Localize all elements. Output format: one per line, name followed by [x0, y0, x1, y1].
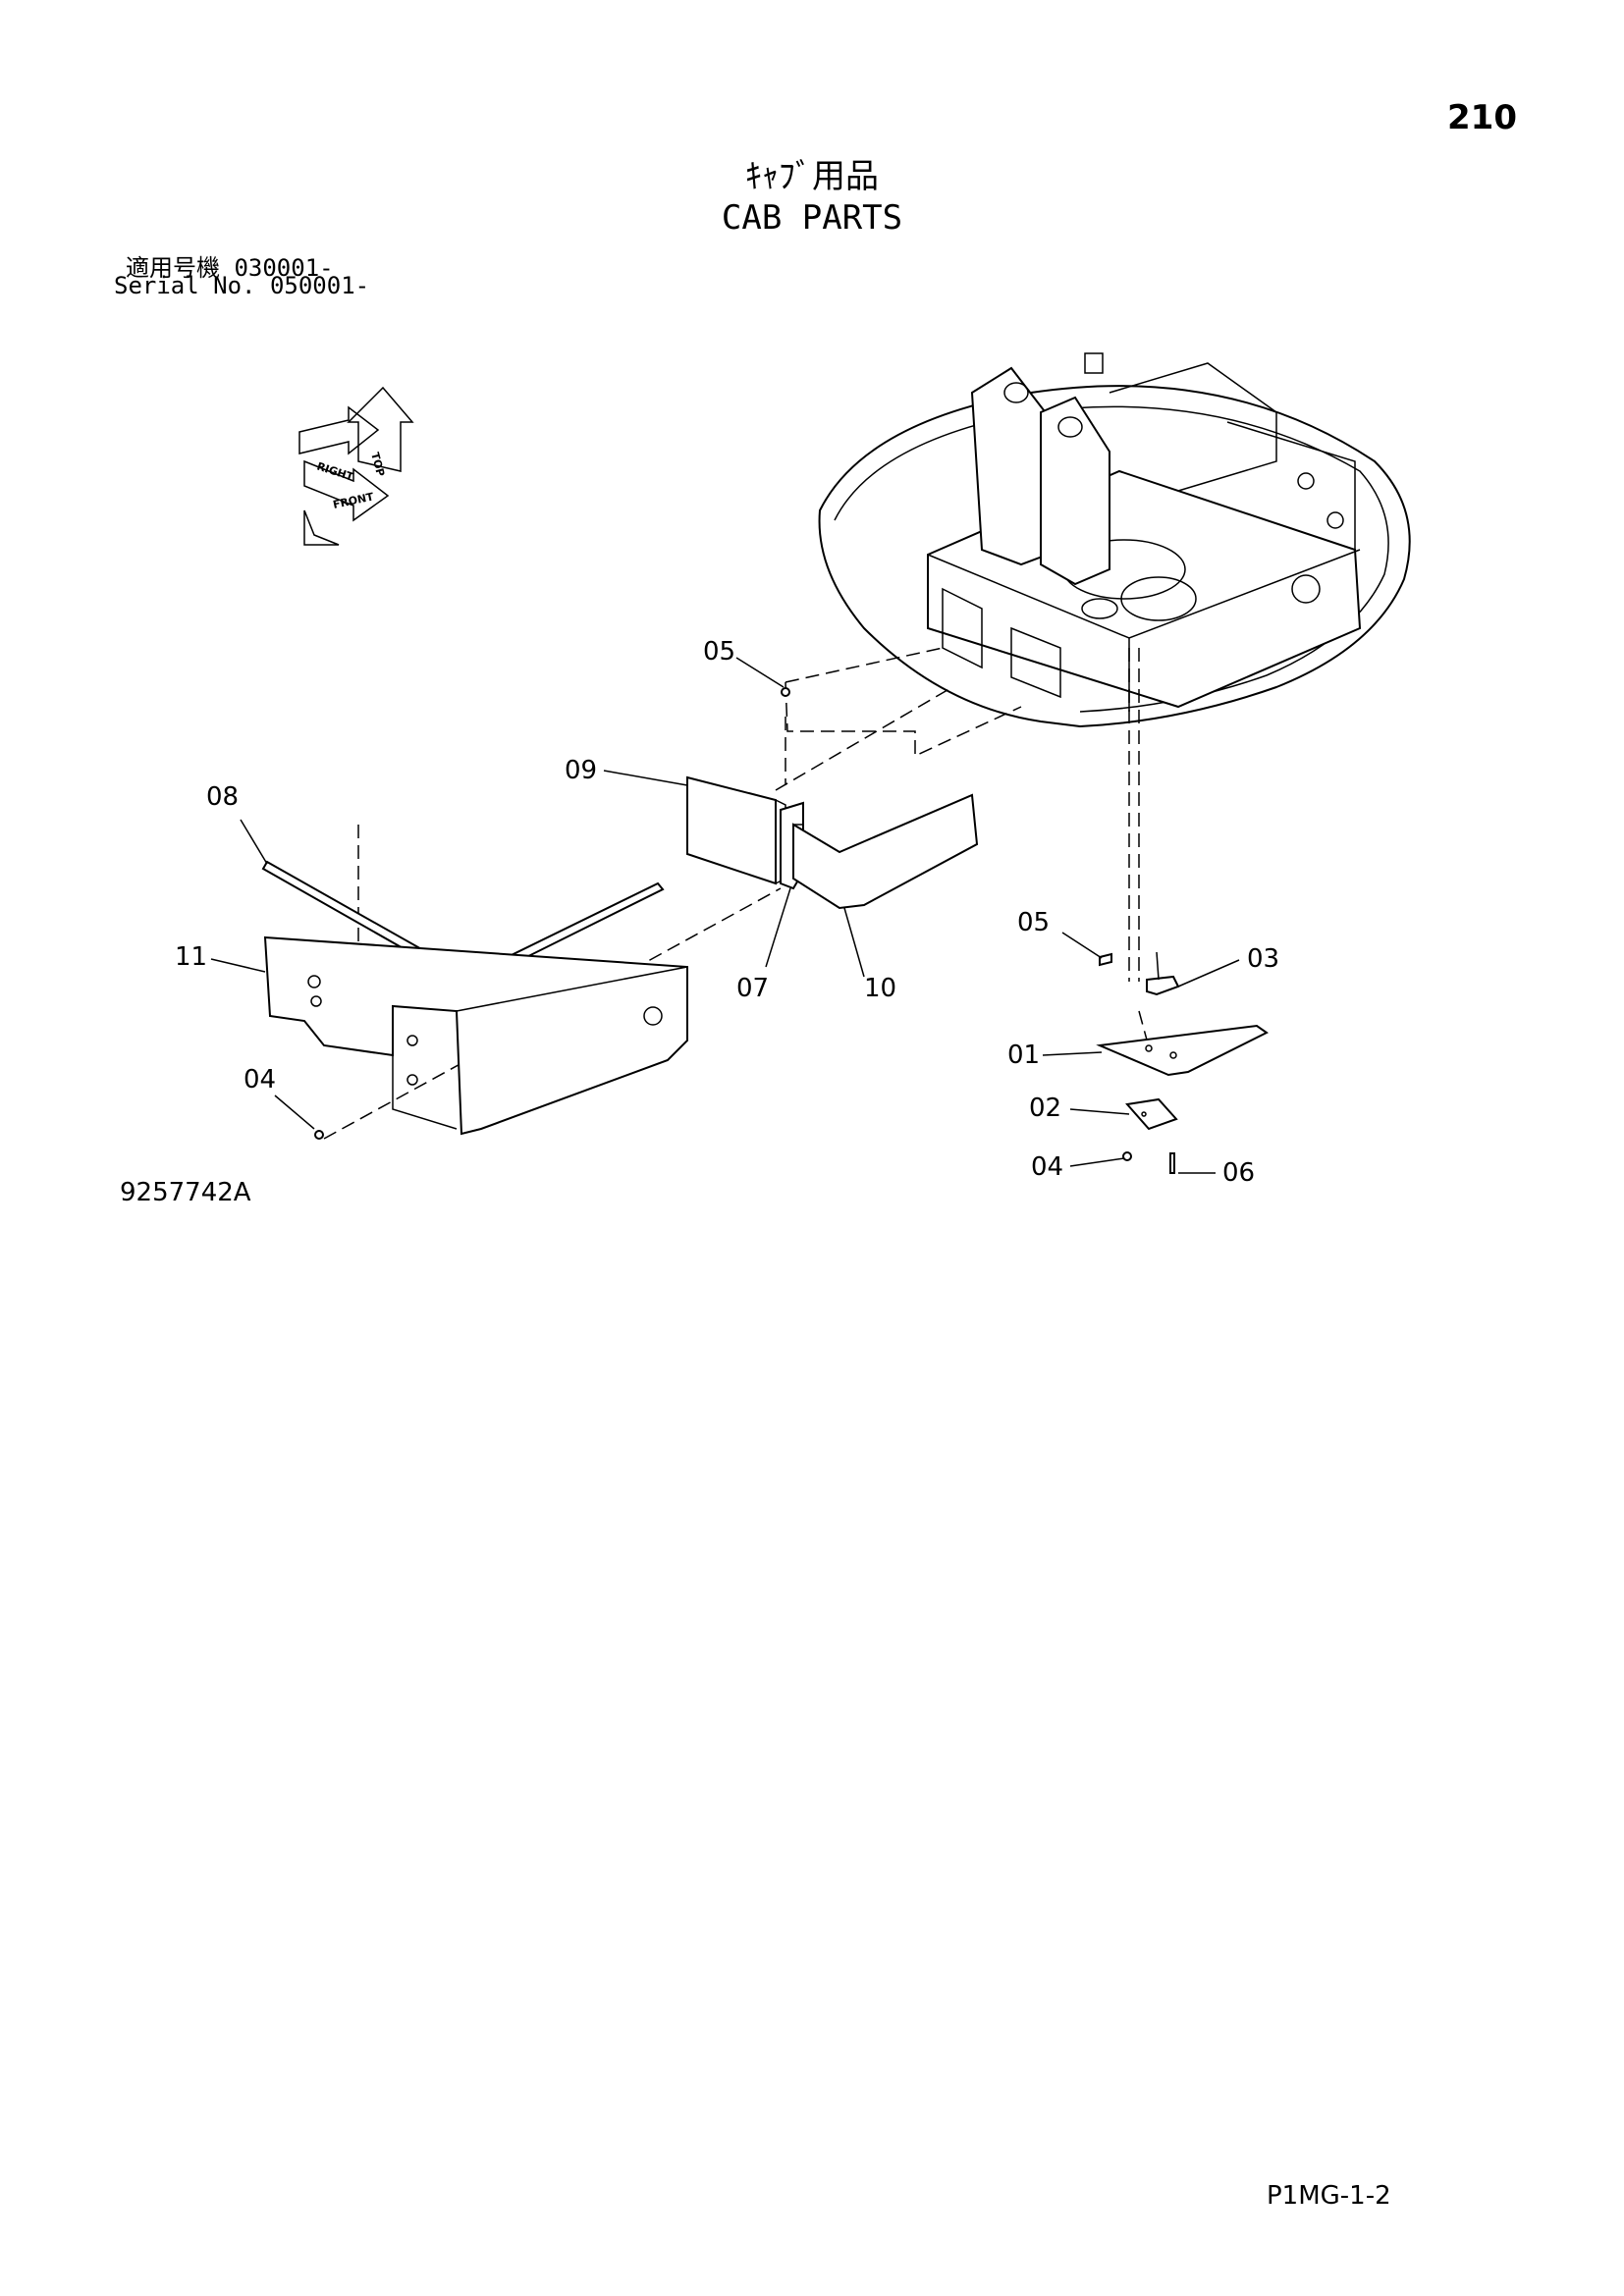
part-11-cover [263, 935, 688, 1136]
title-japanese: ｷｬﾌﾞ用品 [745, 157, 879, 196]
serial-row-applicable: 適用号機 030001- [126, 248, 334, 283]
serial-value-1: 030001- [234, 254, 334, 282]
part-03-bracket [1146, 975, 1180, 996]
orientation-top-label: TOP [368, 451, 387, 477]
callout-02: 02 [1029, 1094, 1061, 1123]
part-04-nut-right [1122, 1151, 1132, 1161]
diagram-code: 9257742A [120, 1178, 251, 1207]
part-09-cover [686, 775, 777, 885]
footer-code: P1MG-1-2 [1267, 2181, 1391, 2211]
callout-04-left: 04 [244, 1065, 276, 1095]
orientation-right-label: RIGHT [315, 459, 355, 483]
callout-08: 08 [206, 782, 239, 812]
serial-row-serial-no: Serial No. 050001- [114, 272, 369, 299]
callout-11: 11 [175, 942, 207, 972]
callout-04-right: 04 [1031, 1152, 1063, 1182]
title-english: CAB PARTS [721, 198, 903, 238]
part-01-step [1096, 1024, 1269, 1077]
part-02-plate [1125, 1097, 1178, 1131]
orientation-indicator: TOP RIGHT FRONT [298, 386, 414, 546]
revolving-frame [818, 352, 1411, 728]
part-10-cover [792, 793, 979, 910]
callout-03: 03 [1247, 944, 1279, 974]
callout-07: 07 [736, 974, 769, 1003]
part-04-screw-left [314, 1130, 324, 1140]
callout-09: 09 [565, 756, 597, 785]
callout-10: 10 [864, 974, 896, 1003]
part-06-screw [1169, 1152, 1175, 1174]
serial-label-en: Serial No. [114, 272, 256, 299]
exploded-parts-diagram: TOP RIGHT FRONT [175, 352, 1411, 1188]
part-05-bolt-upper [781, 687, 790, 697]
callout-05-upper: 05 [703, 637, 735, 667]
serial-label-jp: 適用号機 [126, 254, 220, 282]
page-number: 210 [1447, 98, 1517, 137]
part-05-bolt-lower [1099, 952, 1112, 967]
serial-value-2: 050001- [269, 272, 370, 299]
callout-06: 06 [1222, 1158, 1255, 1188]
callout-05-lower: 05 [1017, 908, 1050, 937]
callout-01: 01 [1007, 1041, 1040, 1070]
leader-lines [210, 657, 1240, 1174]
